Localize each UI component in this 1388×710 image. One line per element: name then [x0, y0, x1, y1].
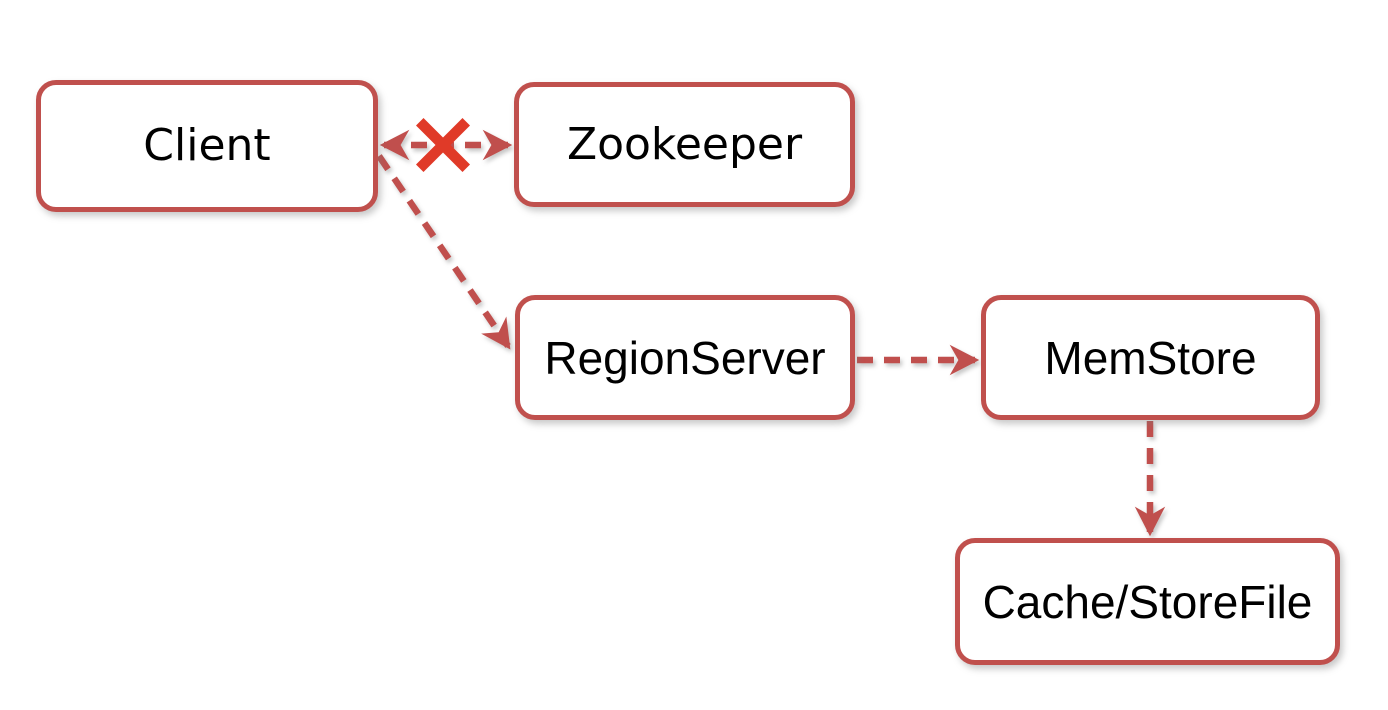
node-zookeeper[interactable]: Zookeeper — [514, 82, 855, 207]
node-memstore[interactable]: MemStore — [981, 295, 1320, 420]
node-cache-storefile[interactable]: Cache/StoreFile — [955, 538, 1340, 665]
node-zookeeper-label: Zookeeper — [566, 118, 803, 170]
node-regionserver[interactable]: RegionServer — [515, 295, 855, 420]
x-mark-icon — [416, 118, 470, 172]
node-regionserver-label: RegionServer — [544, 331, 826, 384]
node-memstore-label: MemStore — [1044, 331, 1257, 384]
edge-client-regionserver — [376, 154, 511, 350]
node-client[interactable]: Client — [36, 80, 378, 212]
node-cache-storefile-label: Cache/StoreFile — [982, 575, 1313, 628]
node-client-label: Client — [143, 120, 271, 171]
